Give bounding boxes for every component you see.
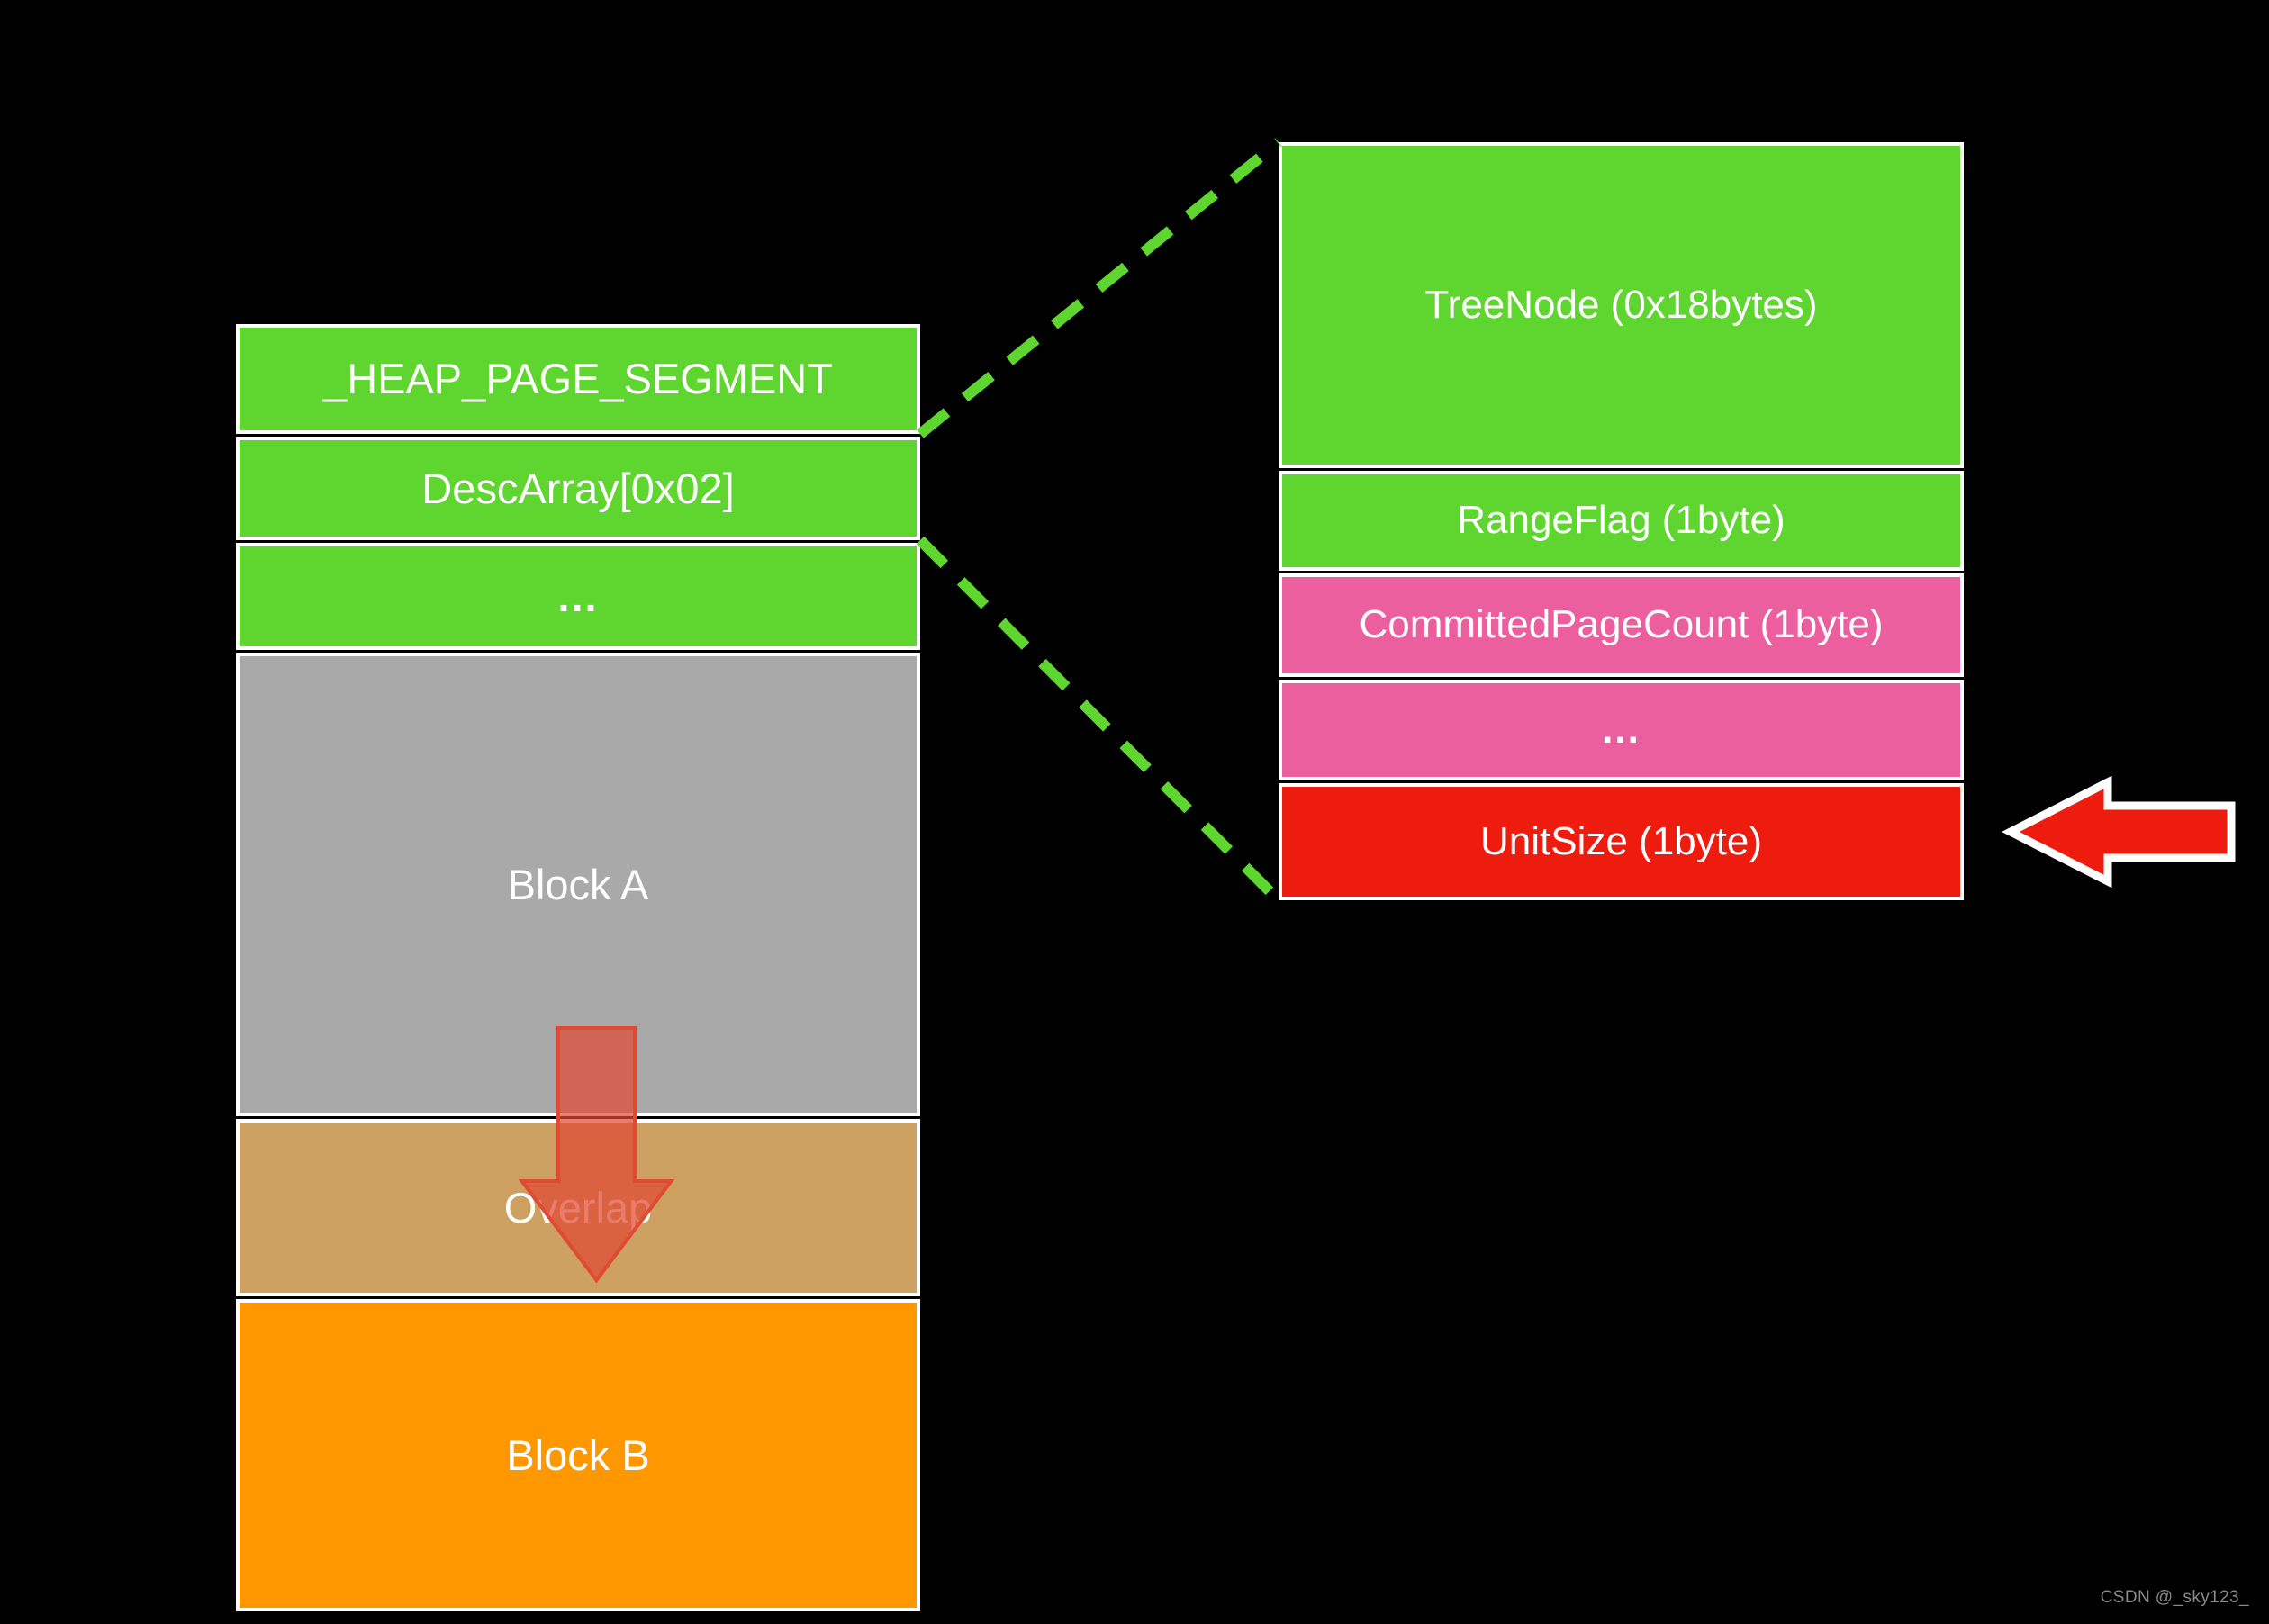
descriptor-row-1: RangeFlag (1byte) bbox=[1279, 471, 1964, 571]
segment-row-3: Block A bbox=[236, 653, 920, 1116]
descriptor-row-label: CommittedPageCount (1byte) bbox=[1359, 602, 1884, 647]
descriptor-row-4: UnitSize (1byte) bbox=[1279, 783, 1964, 900]
descriptor-row-0: TreeNode (0x18bytes) bbox=[1279, 142, 1964, 468]
dashed-lower-line bbox=[916, 536, 1283, 905]
descriptor-row-label: TreeNode (0x18bytes) bbox=[1424, 282, 1818, 327]
segment-row-1: DescArray[0x02] bbox=[236, 437, 920, 540]
segment-row-0: _HEAP_PAGE_SEGMENT bbox=[236, 324, 920, 434]
segment-row-label: Overlap bbox=[503, 1183, 653, 1232]
descriptor-row-label: ... bbox=[1602, 707, 1641, 752]
descriptor-row-label: RangeFlag (1byte) bbox=[1457, 498, 1785, 543]
segment-row-5: Block B bbox=[236, 1299, 920, 1611]
descriptor-row-label: UnitSize (1byte) bbox=[1479, 818, 1762, 863]
segment-row-label: ... bbox=[557, 572, 599, 620]
segment-row-4: Overlap bbox=[236, 1119, 920, 1296]
segment-row-label: Block B bbox=[506, 1430, 650, 1479]
dashed-upper-line bbox=[917, 138, 1282, 438]
segment-row-label: DescArray[0x02] bbox=[421, 464, 735, 512]
segment-row-label: Block A bbox=[507, 860, 649, 908]
segment-row-label: _HEAP_PAGE_SEGMENT bbox=[323, 355, 833, 403]
descriptor-row-2: CommittedPageCount (1byte) bbox=[1279, 573, 1964, 677]
unitsize-pointer-arrow bbox=[2002, 775, 2236, 889]
segment-row-2: ... bbox=[236, 543, 920, 650]
csdn-watermark: CSDN @_sky123_ bbox=[2100, 1588, 2249, 1607]
unitsize-pointer-arrow-shape bbox=[2002, 775, 2236, 889]
descriptor-row-3: ... bbox=[1279, 680, 1964, 780]
